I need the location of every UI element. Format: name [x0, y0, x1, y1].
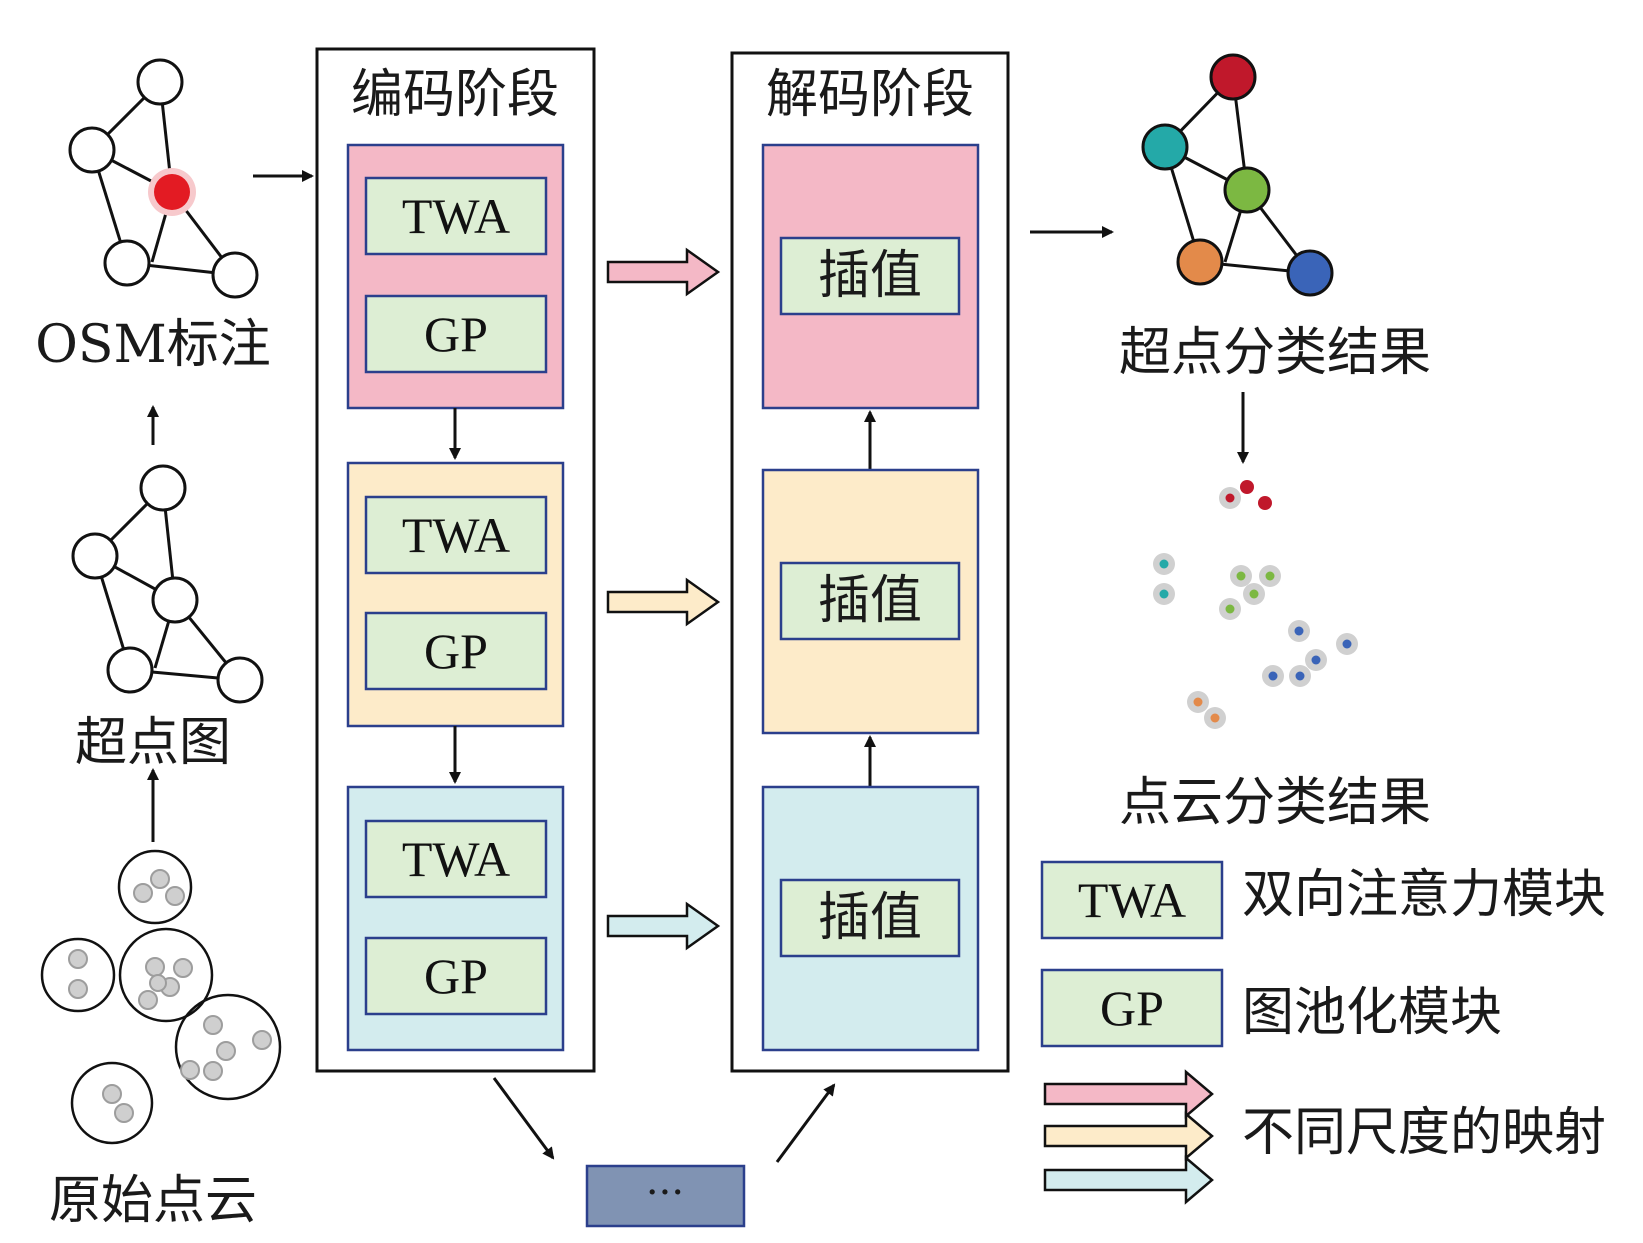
mapping-arrow-pink: [606, 247, 721, 297]
legend-mapping-description: 不同尺度的映射: [1242, 1103, 1606, 1163]
legend-twa-box: [1040, 860, 1224, 940]
superpoint-graph-label: 超点图: [75, 713, 231, 773]
encoder-block: TWA GP: [346, 785, 565, 1052]
gp-label: GP: [424, 623, 488, 679]
ellipsis-label: ···: [646, 1170, 684, 1216]
pointcloud-result-label: 点云分类结果: [1119, 773, 1431, 833]
decoder-title: 解码阶段: [766, 65, 974, 125]
osm-annotated-graph: [68, 58, 259, 299]
legend-gp-label: GP: [1100, 980, 1164, 1036]
ellipsis-box: [585, 1164, 746, 1228]
twa-label: TWA: [402, 188, 510, 244]
gp-label: GP: [424, 306, 488, 362]
twa-label: TWA: [402, 831, 510, 887]
twa-module: [364, 819, 548, 899]
interpolation-module: [779, 236, 961, 316]
decoder-block: 插值: [761, 143, 980, 410]
superpoint-result-graph: [1141, 53, 1334, 297]
encoder-block: TWA GP: [346, 143, 565, 410]
mapping-arrow-yellow: [606, 577, 721, 627]
interpolation-label: 插值: [818, 571, 922, 631]
legend-twa-description: 双向注意力模块: [1242, 865, 1606, 925]
legend-arrow-yellow: [1043, 1111, 1214, 1161]
interpolation-module: [779, 561, 961, 641]
decoder-block: 插值: [761, 785, 980, 1052]
legend-twa-label: TWA: [1078, 872, 1186, 928]
legend-gp-description: 图池化模块: [1242, 983, 1502, 1043]
superpoint-graph: [71, 464, 264, 704]
gp-module: [364, 936, 548, 1016]
gp-module: [364, 294, 548, 374]
twa-module: [364, 176, 548, 256]
gp-module: [364, 611, 548, 691]
highlighted-node-core: [154, 174, 190, 210]
mapping-arrow-blue: [606, 901, 721, 951]
legend-gp-box: [1040, 968, 1224, 1048]
arrow-ellipsis-to-decoder: [775, 1083, 836, 1163]
legend: TWA 双向注意力模块 GP 图池化模块 不同尺度的映射: [1040, 860, 1606, 1205]
arrow-encoder-to-ellipsis: [492, 1077, 555, 1160]
interpolation-label: 插值: [818, 246, 922, 306]
legend-arrow-pink: [1043, 1069, 1214, 1119]
twa-module: [364, 495, 548, 575]
gp-label: GP: [424, 948, 488, 1004]
interpolation-label: 插值: [818, 888, 922, 948]
interpolation-module: [779, 878, 961, 958]
osm-label: OSM标注: [35, 315, 271, 375]
superpoint-result-label: 超点分类结果: [1119, 323, 1431, 383]
decoder-block: 插值: [761, 468, 980, 735]
point-cloud-result: [1153, 480, 1358, 729]
legend-arrow-blue: [1043, 1155, 1214, 1205]
raw-cloud-label: 原始点云: [49, 1171, 257, 1231]
encoder-title: 编码阶段: [351, 65, 559, 125]
encoder-block: TWA GP: [346, 461, 565, 728]
raw-point-cloud: [40, 849, 282, 1145]
twa-label: TWA: [402, 507, 510, 563]
